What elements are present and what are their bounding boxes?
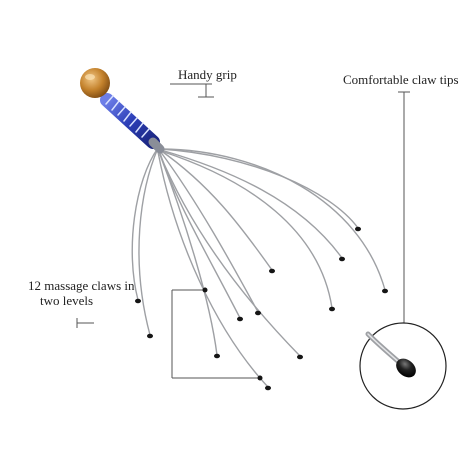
claw-wire — [131, 147, 159, 301]
claw-tip — [135, 298, 141, 304]
handle — [100, 93, 165, 154]
claw-tip — [214, 353, 220, 359]
claw-wire — [159, 149, 273, 271]
leader-claw-tips — [398, 91, 410, 325]
claw-tip — [382, 288, 388, 294]
grip-knob — [80, 68, 110, 98]
tip-zoom-inset — [359, 322, 447, 410]
claw-tip — [269, 268, 275, 274]
label-handy-grip: Handy grip — [178, 67, 237, 82]
claw-wire — [161, 148, 386, 291]
claw-tip — [237, 316, 243, 322]
claw-tip — [355, 226, 361, 232]
claw-tip — [297, 354, 303, 360]
claw-tips — [135, 226, 388, 391]
claw-wire — [158, 151, 301, 357]
label-massage-claws: 12 massage claws in two levels — [28, 278, 135, 308]
claw-wire — [158, 149, 241, 319]
claw-tip — [329, 306, 335, 312]
label-massage-claws-line2: two levels — [40, 293, 94, 308]
label-massage-claws-line1: 12 massage claws in — [28, 278, 135, 293]
claw-wire — [160, 149, 343, 259]
claw-tip — [147, 333, 153, 339]
claw-tip-closeup — [396, 358, 416, 378]
claw-tip — [339, 256, 345, 262]
massage-claws — [131, 147, 386, 388]
label-claw-tips: Comfortable claw tips — [343, 72, 459, 87]
leader-massage-claws — [76, 289, 260, 379]
claw-wire — [159, 150, 259, 313]
claw-wire — [158, 151, 218, 356]
claw-wire — [138, 147, 159, 336]
leader-handy-grip — [170, 83, 214, 98]
claw-tip — [265, 385, 271, 391]
claw-tip — [255, 310, 261, 316]
claw-wire — [157, 151, 269, 388]
claw-wire — [160, 150, 333, 309]
